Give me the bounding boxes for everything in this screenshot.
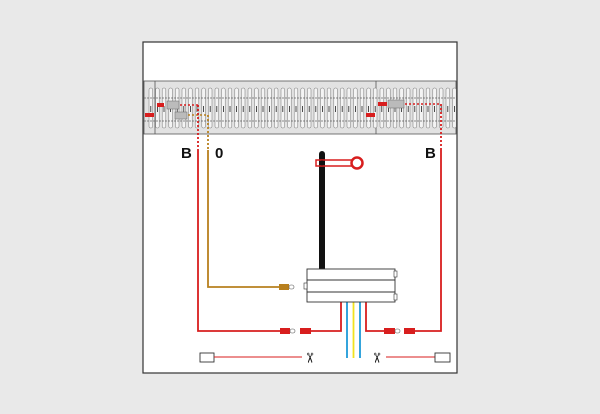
track bbox=[143, 80, 457, 135]
right-track-contact bbox=[366, 99, 441, 117]
label-right-b: B bbox=[425, 145, 436, 162]
label-left-b: B bbox=[181, 145, 192, 162]
label-left-zero: 0 bbox=[215, 145, 223, 162]
left-red-wire bbox=[197, 150, 280, 332]
left-red-wire-to-box bbox=[311, 302, 342, 332]
right-red-wire-from-box bbox=[365, 302, 384, 332]
plug-icon bbox=[279, 284, 295, 290]
scissors-icon: ✂ bbox=[302, 352, 318, 364]
signal-icon bbox=[315, 151, 364, 272]
scissors-icon: ✂ bbox=[369, 352, 385, 364]
right-red-wire bbox=[415, 150, 442, 332]
left-terminal bbox=[199, 352, 215, 363]
right-terminal bbox=[434, 352, 451, 363]
plug-icon bbox=[280, 328, 311, 334]
brown-wire bbox=[207, 150, 280, 288]
plug-icon bbox=[384, 328, 415, 334]
signal-drive-box bbox=[303, 268, 398, 303]
